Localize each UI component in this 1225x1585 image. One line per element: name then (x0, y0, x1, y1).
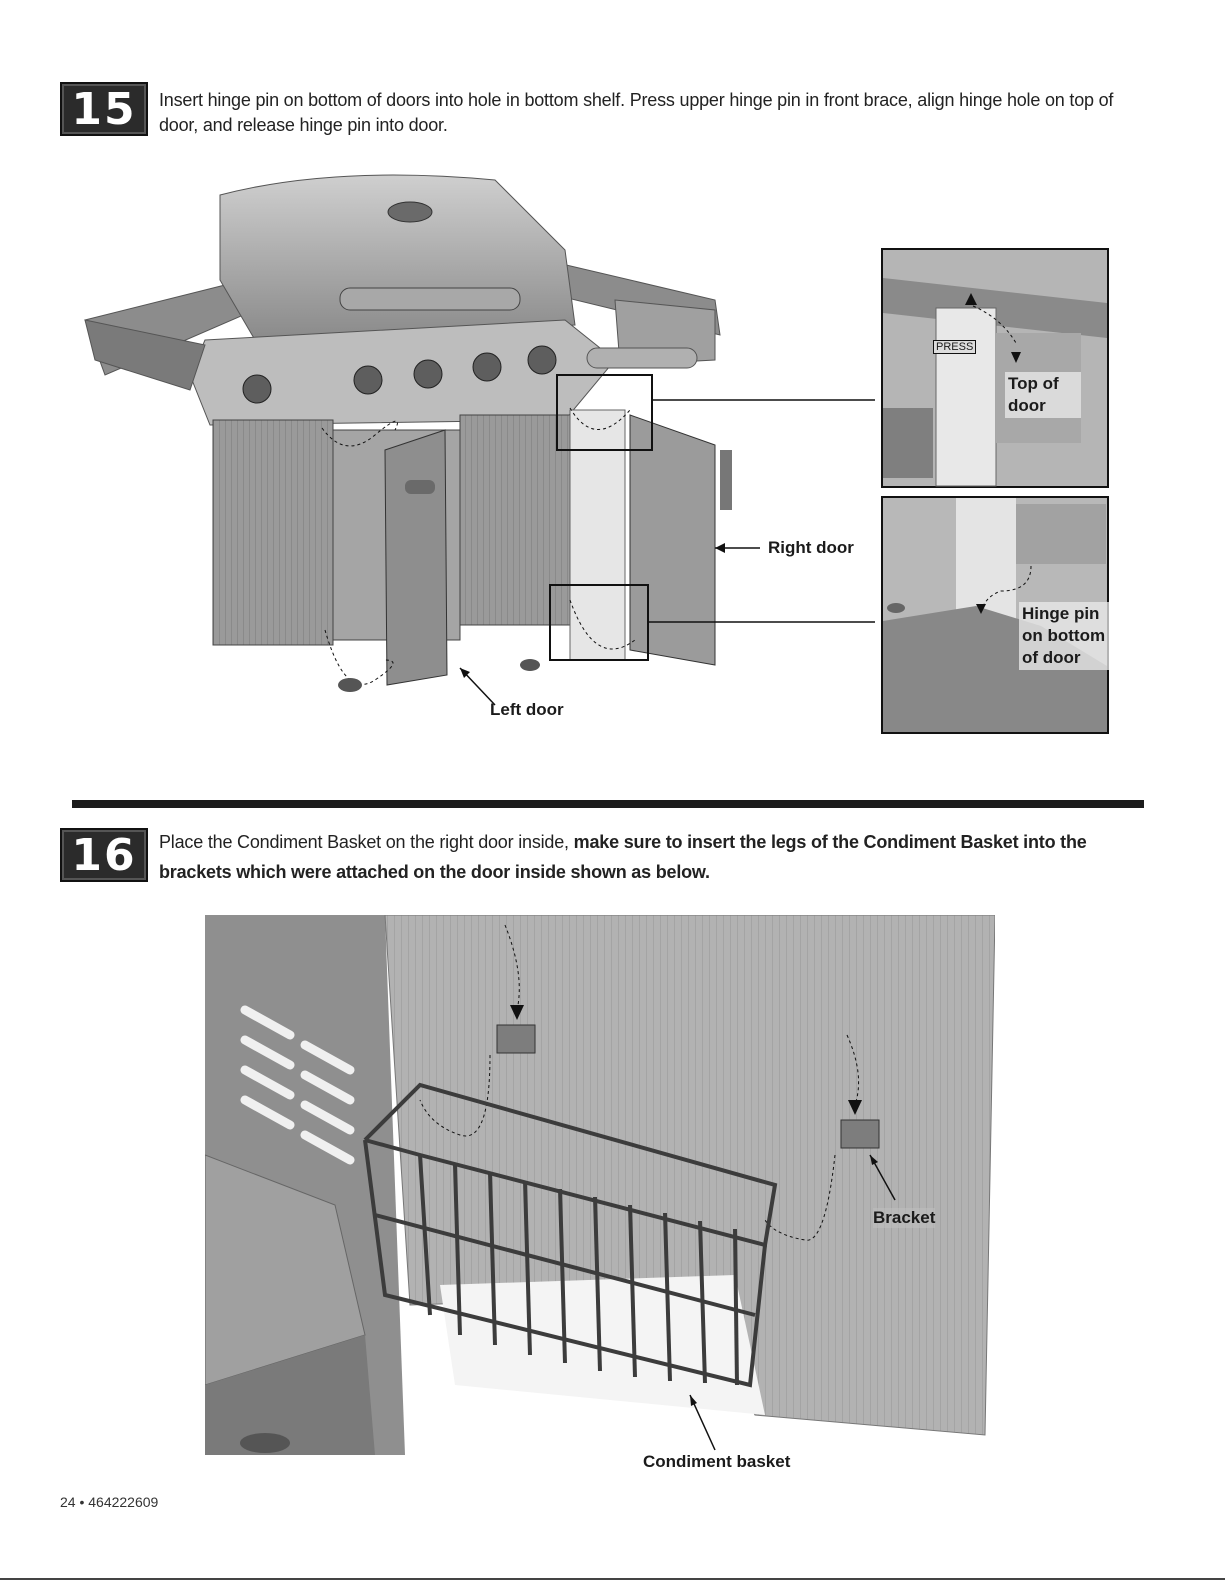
footer-rule (0, 1578, 1225, 1580)
hinge-pin-label: Hinge pin on bottom of door (1019, 602, 1109, 670)
condiment-basket-illustration (205, 915, 995, 1455)
right-door-callout: Right door (768, 538, 854, 557)
condiment-basket-callout: Condiment basket (643, 1452, 791, 1471)
step-15-instruction: Insert hinge pin on bottom of doors into… (159, 90, 1114, 135)
step-16-instruction-bold: make sure to insert the legs of the Cond… (159, 832, 1087, 882)
step-16-instruction: Place the Condiment Basket on the right … (159, 827, 1149, 887)
bracket-callout: Bracket (873, 1208, 936, 1228)
step-16-instruction-plain: Place the Condiment Basket on the right … (159, 832, 569, 852)
step-16-badge: 16 (60, 828, 148, 882)
step-16-number: 16 (71, 829, 137, 881)
left-door-callout: Left door (490, 700, 564, 719)
press-label: PRESS (933, 340, 977, 354)
grill-illustration (84, 174, 875, 706)
section-divider (72, 800, 1144, 808)
step-15-badge: 15 (60, 82, 148, 136)
inset-top-of-door (881, 248, 1109, 488)
top-of-door-label: Top of door (1005, 372, 1081, 418)
step-15-number: 15 (71, 83, 137, 135)
page-footer: 24 • 464222609 (60, 1494, 159, 1510)
